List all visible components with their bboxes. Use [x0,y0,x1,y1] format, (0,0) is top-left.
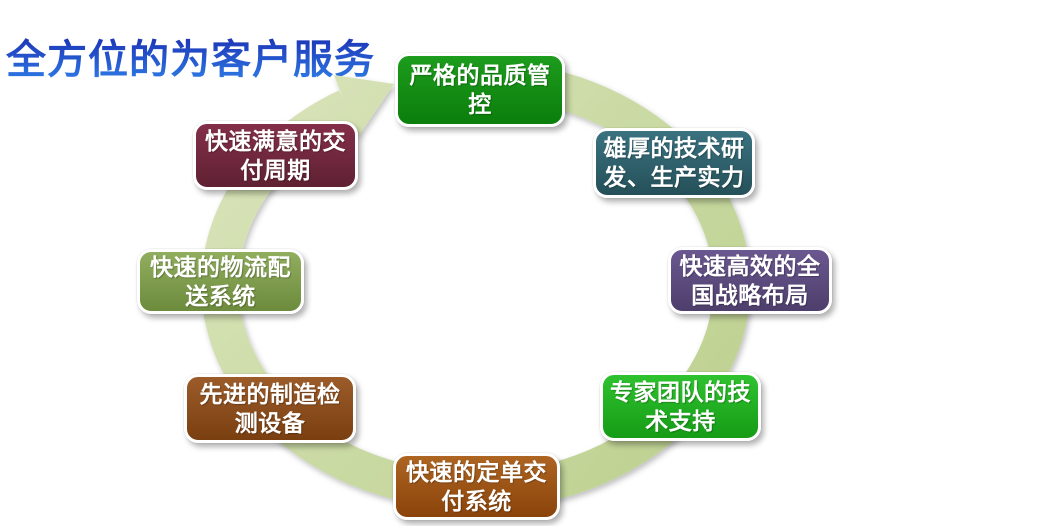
cycle-box-label-line: 国战略布局 [691,281,809,308]
cycle-box-expert-support: 专家团队的技 术支持 [600,372,761,441]
cycle-box-manufacturing-equipment: 先进的制造检 测设备 [184,374,356,443]
cycle-box-label-line: 术支持 [645,407,716,434]
cycle-box-label-line: 雄厚的技术研 [603,135,745,161]
cycle-arrow-head-icon [334,75,394,137]
cycle-box-label-line: 快速满意的交 [205,127,346,154]
cycle-box-label-line: 严格的品质管 [409,62,551,88]
cycle-box-label-line: 快速的定单交 [406,458,547,485]
cycle-box-label-line: 快速高效的全 [679,252,821,279]
cycle-box-label-line: 发、生产实力 [603,164,745,190]
cycle-box-delivery-cycle: 快速满意的交 付周期 [193,121,358,190]
cycle-box-label-line: 专家团队的技 [610,378,751,405]
cycle-box-label-line: 先进的制造检 [199,380,341,407]
cycle-box-label-line: 付周期 [240,156,311,183]
cycle-box-logistics: 快速的物流配 送系统 [137,249,304,314]
cycle-box-quality-control: 严格的品质管 控 [395,53,565,127]
cycle-box-label-line: 送系统 [185,282,256,309]
cycle-box-label-line: 快速的物流配 [150,253,291,280]
cycle-box-label-line: 控 [468,91,492,117]
page-title: 全方位的为客户服务 [6,27,375,85]
cycle-box-label-line: 付系统 [441,487,512,514]
cycle-box-national-layout: 快速高效的全 国战略布局 [668,247,832,314]
cycle-box-label-line: 测设备 [234,409,306,436]
cycle-box-tech-strength: 雄厚的技术研 发、生产实力 [593,128,755,198]
cycle-box-order-delivery: 快速的定单交 付系统 [393,453,560,520]
